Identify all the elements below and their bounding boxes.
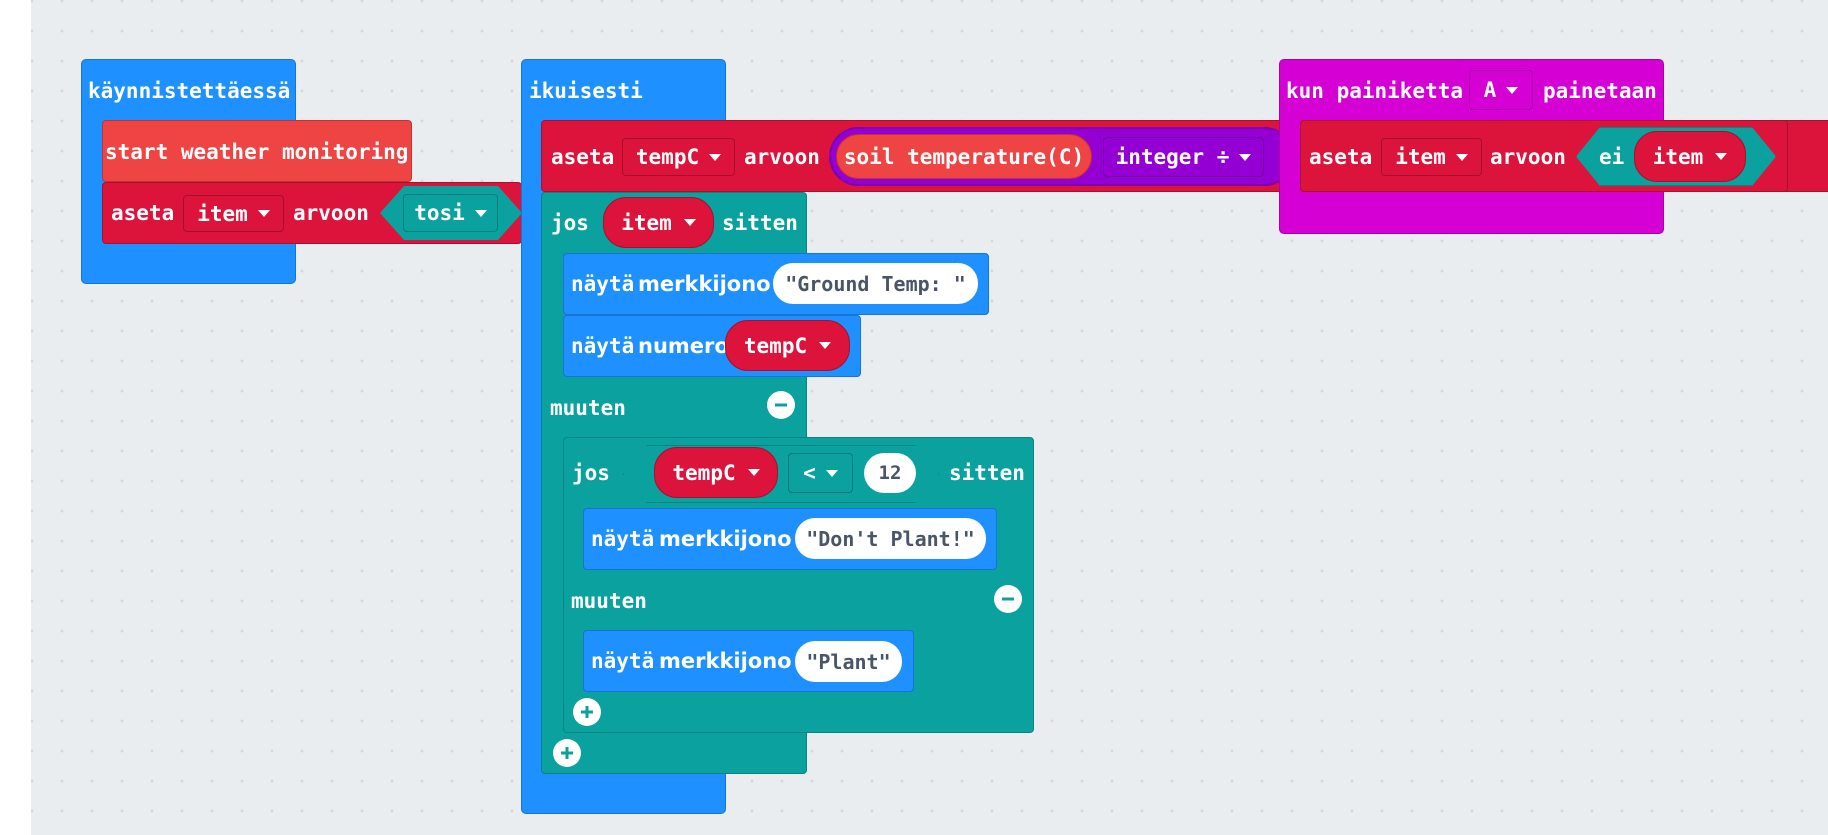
show-verb: näytä bbox=[571, 272, 635, 296]
variable-dropdown-label: item bbox=[197, 201, 248, 226]
not-keyword: ei bbox=[1599, 145, 1625, 169]
to-keyword: arvoon bbox=[293, 201, 369, 225]
comparison-left-tempc[interactable]: tempC bbox=[654, 447, 778, 498]
dropdown-caret-icon bbox=[474, 209, 487, 217]
set-keyword: aseta bbox=[1309, 145, 1373, 169]
variable-dropdown-label: tempC bbox=[635, 145, 700, 169]
variable-dropdown-tempc[interactable]: tempC bbox=[622, 138, 735, 176]
else-keyword: muuten bbox=[550, 396, 626, 420]
dropdown-caret-icon bbox=[1506, 86, 1519, 94]
minus-circle-icon[interactable] bbox=[994, 585, 1022, 613]
dropdown-caret-icon bbox=[819, 342, 832, 349]
button-dropdown-a[interactable]: A bbox=[1469, 70, 1533, 110]
dropdown-caret-icon bbox=[709, 153, 722, 161]
string-value-label: "Don't Plant!" bbox=[806, 526, 975, 551]
on-start-label: käynnistettäessä bbox=[88, 79, 291, 103]
show-method: merkkijono bbox=[659, 649, 792, 673]
start-weather-monitoring-block[interactable] bbox=[102, 120, 412, 182]
show-verb: näytä bbox=[591, 527, 655, 551]
set-keyword: aseta bbox=[551, 145, 615, 169]
forever-label: ikuisesti bbox=[529, 79, 643, 103]
dropdown-caret-icon bbox=[1239, 153, 1252, 161]
show-method: numero bbox=[638, 334, 729, 358]
dropdown-caret-icon bbox=[1715, 153, 1728, 160]
button-dropdown-label: A bbox=[1483, 78, 1497, 102]
dropdown-caret-icon bbox=[683, 219, 696, 226]
boolean-dropdown-true[interactable]: tosi bbox=[403, 194, 498, 232]
string-value-label: "Ground Temp: " bbox=[785, 271, 966, 296]
on-button-label-start: kun painiketta bbox=[1286, 79, 1464, 103]
variable-dropdown-label: item bbox=[1395, 145, 1446, 169]
dropdown-caret-icon bbox=[1455, 153, 1468, 161]
comparison-operator-dropdown[interactable]: < bbox=[788, 453, 853, 493]
string-value-label: "Plant" bbox=[806, 649, 891, 674]
then-keyword: sitten bbox=[949, 461, 1025, 485]
minus-circle-icon[interactable] bbox=[767, 391, 795, 419]
number-variable-tempc[interactable]: tempC bbox=[725, 320, 850, 371]
on-button-label-end: painetaan bbox=[1543, 79, 1657, 103]
show-verb: näytä bbox=[591, 649, 655, 673]
operator-dropdown-integer-divide[interactable]: integer ÷ bbox=[1103, 137, 1264, 177]
show-method: merkkijono bbox=[659, 527, 792, 551]
not-variable-item[interactable]: item bbox=[1634, 131, 1746, 182]
else-keyword: muuten bbox=[571, 589, 647, 613]
if-keyword: jos bbox=[572, 461, 610, 485]
show-method: merkkijono bbox=[638, 272, 771, 296]
to-keyword: arvoon bbox=[744, 145, 820, 169]
boolean-value-label: tosi bbox=[414, 201, 465, 225]
toolbox-edge bbox=[0, 0, 31, 835]
show-verb: näytä bbox=[571, 334, 635, 358]
plus-circle-icon[interactable] bbox=[553, 739, 581, 767]
set-keyword: aseta bbox=[111, 201, 175, 225]
condition-variable-item[interactable]: item bbox=[603, 197, 714, 248]
comparison-left-label: tempC bbox=[672, 460, 736, 485]
plus-circle-icon[interactable] bbox=[573, 698, 601, 726]
operator-dropdown-label: integer ÷ bbox=[1115, 145, 1230, 169]
if-keyword: jos bbox=[551, 211, 589, 235]
comparison-operator-label: < bbox=[803, 461, 816, 485]
dropdown-caret-icon bbox=[747, 469, 760, 476]
not-variable-label: item bbox=[1652, 144, 1704, 169]
dropdown-caret-icon bbox=[257, 210, 270, 217]
number-variable-label: tempC bbox=[743, 333, 808, 358]
soil-temperature-label: soil temperature(C) bbox=[843, 144, 1085, 169]
number-input-label: 12 bbox=[878, 462, 902, 484]
number-input-12[interactable]: 12 bbox=[864, 453, 916, 493]
string-value-ground-temp[interactable]: "Ground Temp: " bbox=[773, 263, 978, 304]
condition-variable-label: item bbox=[621, 210, 672, 235]
variable-dropdown-item[interactable]: item bbox=[1381, 138, 1482, 176]
then-keyword: sitten bbox=[722, 211, 798, 235]
string-value-plant[interactable]: "Plant" bbox=[795, 641, 902, 682]
soil-temperature-reporter[interactable]: soil temperature(C) bbox=[836, 134, 1092, 179]
start-weather-monitoring-label: start weather monitoring bbox=[105, 140, 409, 164]
dropdown-caret-icon bbox=[825, 469, 838, 477]
string-value-dont-plant[interactable]: "Don't Plant!" bbox=[795, 518, 986, 559]
to-keyword: arvoon bbox=[1490, 145, 1566, 169]
variable-dropdown-item[interactable]: item bbox=[183, 195, 284, 232]
